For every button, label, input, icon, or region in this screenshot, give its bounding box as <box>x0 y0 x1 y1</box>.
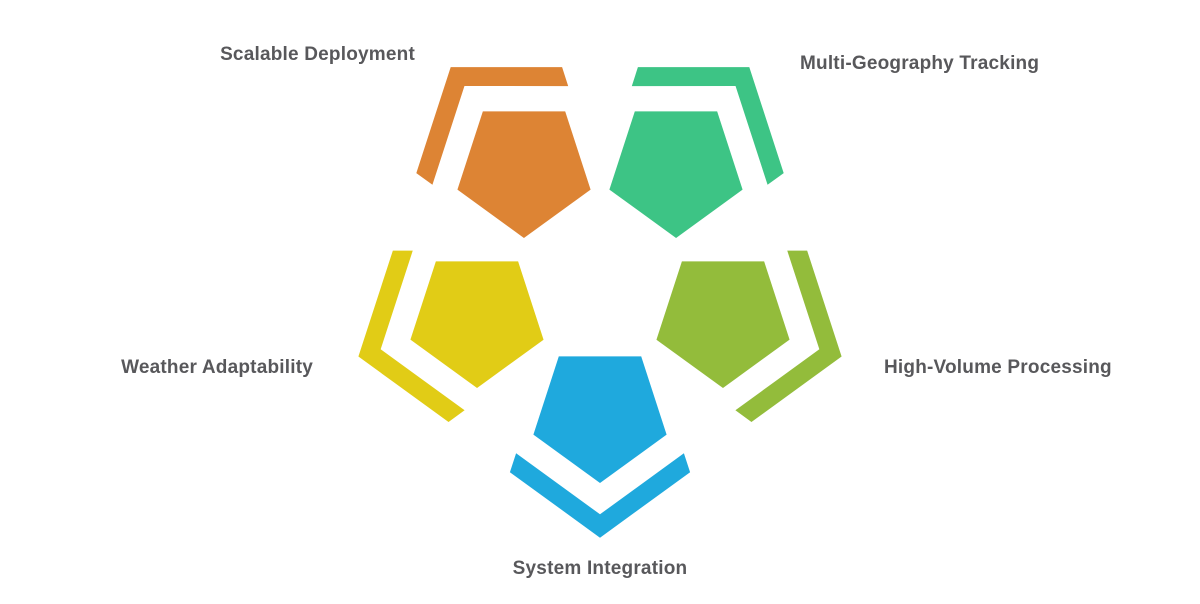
pentagon-icon <box>416 67 591 239</box>
pentagon-shape <box>410 261 544 389</box>
pentagon-icon <box>656 250 842 422</box>
label-weather-adaptability: Weather Adaptability <box>121 357 313 378</box>
pentagon-icon <box>609 67 784 239</box>
label-system-integration: System Integration <box>512 558 688 579</box>
pentagon-icon <box>358 250 544 422</box>
label-high-volume-processing: High-Volume Processing <box>884 357 1112 378</box>
pentagon-outline-band <box>416 67 569 185</box>
pentagon-shape <box>457 111 591 239</box>
pentagon-outline-band <box>631 67 784 185</box>
pentagon-icon <box>509 356 691 538</box>
pentagon-outline-band <box>735 250 842 422</box>
pentagon-shape <box>656 261 790 389</box>
label-scalable-deployment: Scalable Deployment <box>220 44 415 65</box>
pentagon-shape <box>533 356 667 483</box>
pentagon-outline-band <box>509 453 691 538</box>
pentagon-shape <box>609 111 743 239</box>
pentagon-outline-band <box>358 250 465 422</box>
label-multi-geography-tracking: Multi-Geography Tracking <box>800 53 1040 74</box>
